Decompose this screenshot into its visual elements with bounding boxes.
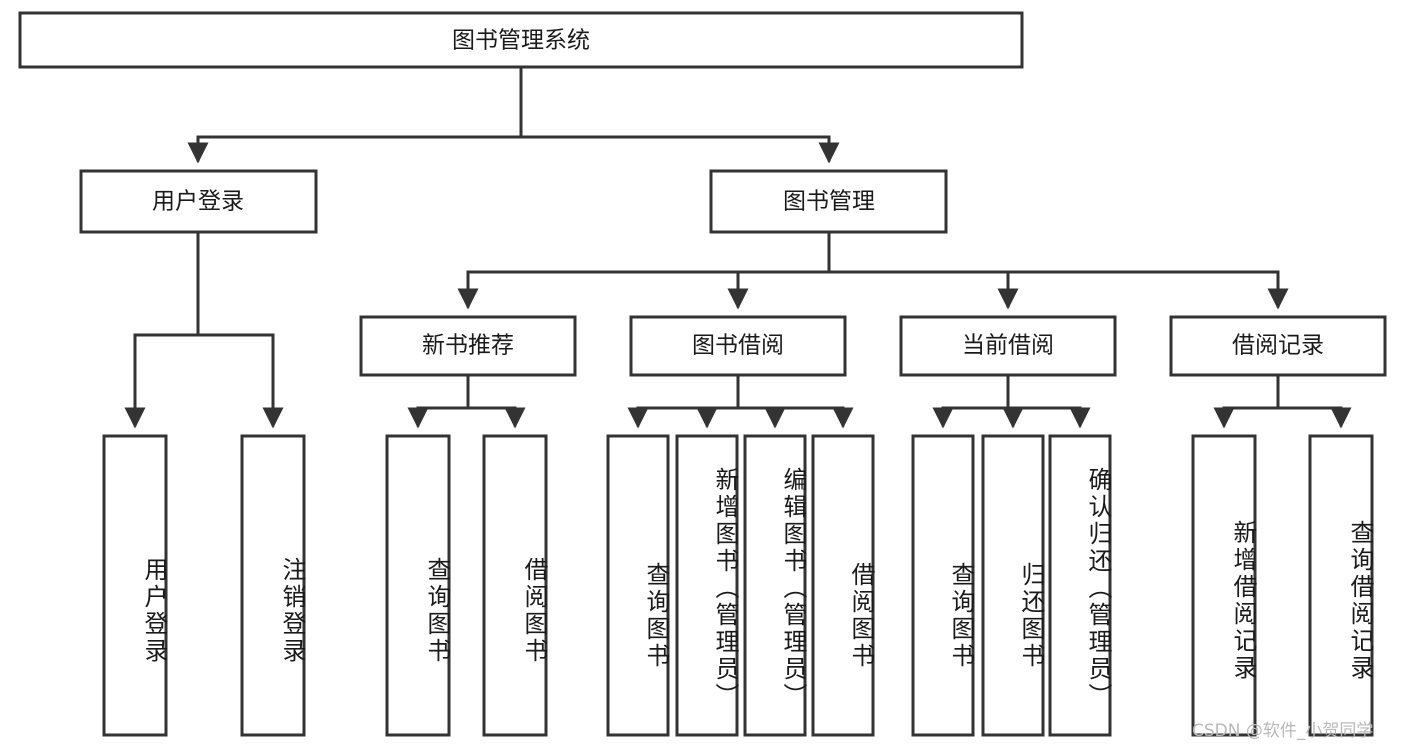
node-book-borrow-box[interactable]	[629, 315, 847, 377]
node-book-borrow-label: 图书借阅	[692, 333, 784, 359]
connectors-current-borrow-to-leaves	[932, 373, 1091, 429]
node-book-manage-label: 图书管理	[783, 189, 875, 215]
node-user-login[interactable]: 用户登录	[79, 169, 318, 234]
node-leaf-query-book-cur-box[interactable]	[911, 434, 975, 737]
csdn-watermark: CSDN @软件_小贺同学	[1192, 721, 1374, 741]
node-root-label: 图书管理系统	[452, 28, 590, 54]
node-root-box[interactable]	[18, 11, 1024, 69]
node-borrow-record[interactable]: 借阅记录	[1169, 315, 1387, 377]
connectors-borrow-record-to-leaves	[1213, 373, 1352, 429]
node-leaf-user-login-box[interactable]	[102, 434, 168, 737]
node-leaf-confirm-return-box[interactable]	[1048, 434, 1112, 737]
node-current-borrow-label: 当前借阅	[962, 333, 1054, 359]
node-leaf-query-book-rec-box[interactable]	[385, 434, 451, 737]
node-leaf-return-book-box[interactable]	[981, 434, 1045, 737]
node-new-book-recommend-label: 新书推荐	[422, 333, 514, 359]
node-leaf-query-record-box[interactable]	[1308, 434, 1374, 737]
node-user-login-box[interactable]	[79, 169, 318, 234]
node-book-manage-box[interactable]	[709, 169, 948, 234]
connectors-user-login-to-leaves	[124, 230, 284, 429]
node-leaf-edit-book-box[interactable]	[743, 434, 807, 737]
node-new-book-recommend[interactable]: 新书推荐	[359, 315, 577, 377]
node-new-book-recommend-box[interactable]	[359, 315, 577, 377]
node-root[interactable]: 图书管理系统	[18, 11, 1024, 69]
node-leaf-borrow-book-box[interactable]	[811, 434, 875, 737]
node-book-borrow[interactable]: 图书借阅	[629, 315, 847, 377]
node-leaf-add-book-box[interactable]	[675, 434, 739, 737]
connectors-new-book-recommend-to-leaves	[407, 373, 526, 429]
node-leaf-query-book-box[interactable]	[606, 434, 670, 737]
node-current-borrow-box[interactable]	[899, 315, 1117, 377]
connectors-root-to-level2	[187, 65, 840, 164]
connectors-book-borrow-to-leaves	[627, 373, 854, 429]
node-borrow-record-label: 借阅记录	[1232, 333, 1324, 359]
node-current-borrow[interactable]: 当前借阅	[899, 315, 1117, 377]
leaf-boxes	[102, 434, 1374, 737]
node-book-manage[interactable]: 图书管理	[709, 169, 948, 234]
connectors-book-manage-to-level3	[457, 230, 1289, 310]
node-leaf-add-record-box[interactable]	[1191, 434, 1257, 737]
node-leaf-borrow-book-rec-box[interactable]	[482, 434, 548, 737]
node-borrow-record-box[interactable]	[1169, 315, 1387, 377]
node-leaf-logout-box[interactable]	[240, 434, 306, 737]
node-user-login-label: 用户登录	[152, 189, 244, 215]
